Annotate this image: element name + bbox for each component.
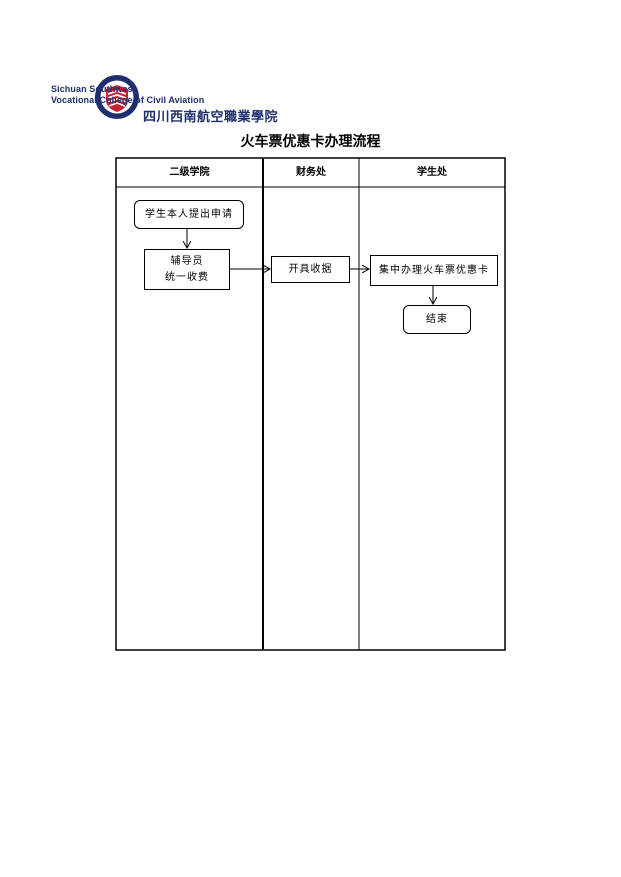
node-counselor-collect: 辅导员 统一收费 bbox=[144, 249, 230, 290]
logo-text-en-line2: Vocational College of Civil Aviation bbox=[51, 95, 205, 105]
college-seal-icon bbox=[95, 75, 139, 119]
node-counselor-line1: 辅导员 bbox=[170, 255, 204, 267]
logo-text-cn: 四川西南航空職業學院 bbox=[143, 110, 279, 125]
node-process-card-label: 集中办理火车票优惠卡 bbox=[379, 264, 489, 276]
lane-header-student-affairs: 学生处 bbox=[417, 167, 447, 178]
lane-header-finance: 财务处 bbox=[296, 167, 326, 178]
node-student-apply-label: 学生本人提出申请 bbox=[145, 208, 233, 220]
logo-text-en-line1: Sichuan Southwest bbox=[51, 84, 136, 94]
node-process-card: 集中办理火车票优惠卡 bbox=[370, 255, 498, 286]
college-logo bbox=[94, 74, 294, 124]
page-title: 火车票优惠卡办理流程 bbox=[240, 134, 381, 150]
node-end: 结束 bbox=[403, 305, 471, 334]
node-counselor-line2: 统一收费 bbox=[165, 271, 209, 283]
node-student-apply: 学生本人提出申请 bbox=[134, 200, 244, 229]
lane-header-college: 二级学院 bbox=[169, 167, 210, 178]
node-issue-receipt: 开具收据 bbox=[271, 256, 350, 283]
node-issue-receipt-label: 开具收据 bbox=[288, 263, 333, 275]
swimlane-border bbox=[115, 157, 506, 651]
node-end-label: 结束 bbox=[426, 313, 448, 325]
